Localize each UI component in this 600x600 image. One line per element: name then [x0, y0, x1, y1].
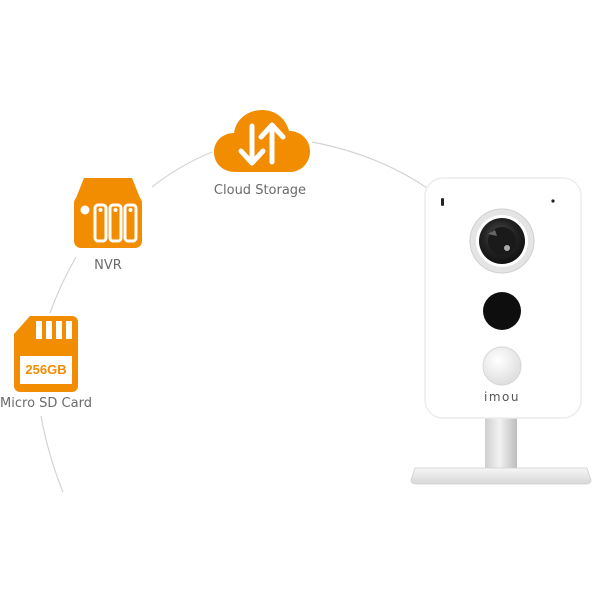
arc-nvr-to-cloud: [151, 151, 213, 188]
arc-cloud-to-camera: [311, 141, 431, 191]
cloud-storage-label: Cloud Storage: [213, 183, 307, 198]
sd-card-label: Micro SD Card: [0, 396, 92, 411]
arc-below-sd: [40, 415, 64, 493]
sd-card-capacity: 256GB: [25, 362, 67, 377]
cloud-storage-node: [214, 108, 310, 174]
nvr-node: [74, 178, 142, 248]
camera-illustration: [410, 177, 592, 485]
cloud-upload-download-icon: [214, 110, 310, 172]
sd-card-node: 256GB: [14, 316, 78, 392]
arc-sd-to-nvr: [49, 256, 77, 314]
nvr-icon: [74, 178, 142, 248]
nvr-label: NVR: [94, 258, 122, 273]
camera-brand-logo: imou: [484, 390, 520, 404]
camera: imou: [405, 176, 597, 488]
sd-card-icon: [14, 316, 78, 392]
